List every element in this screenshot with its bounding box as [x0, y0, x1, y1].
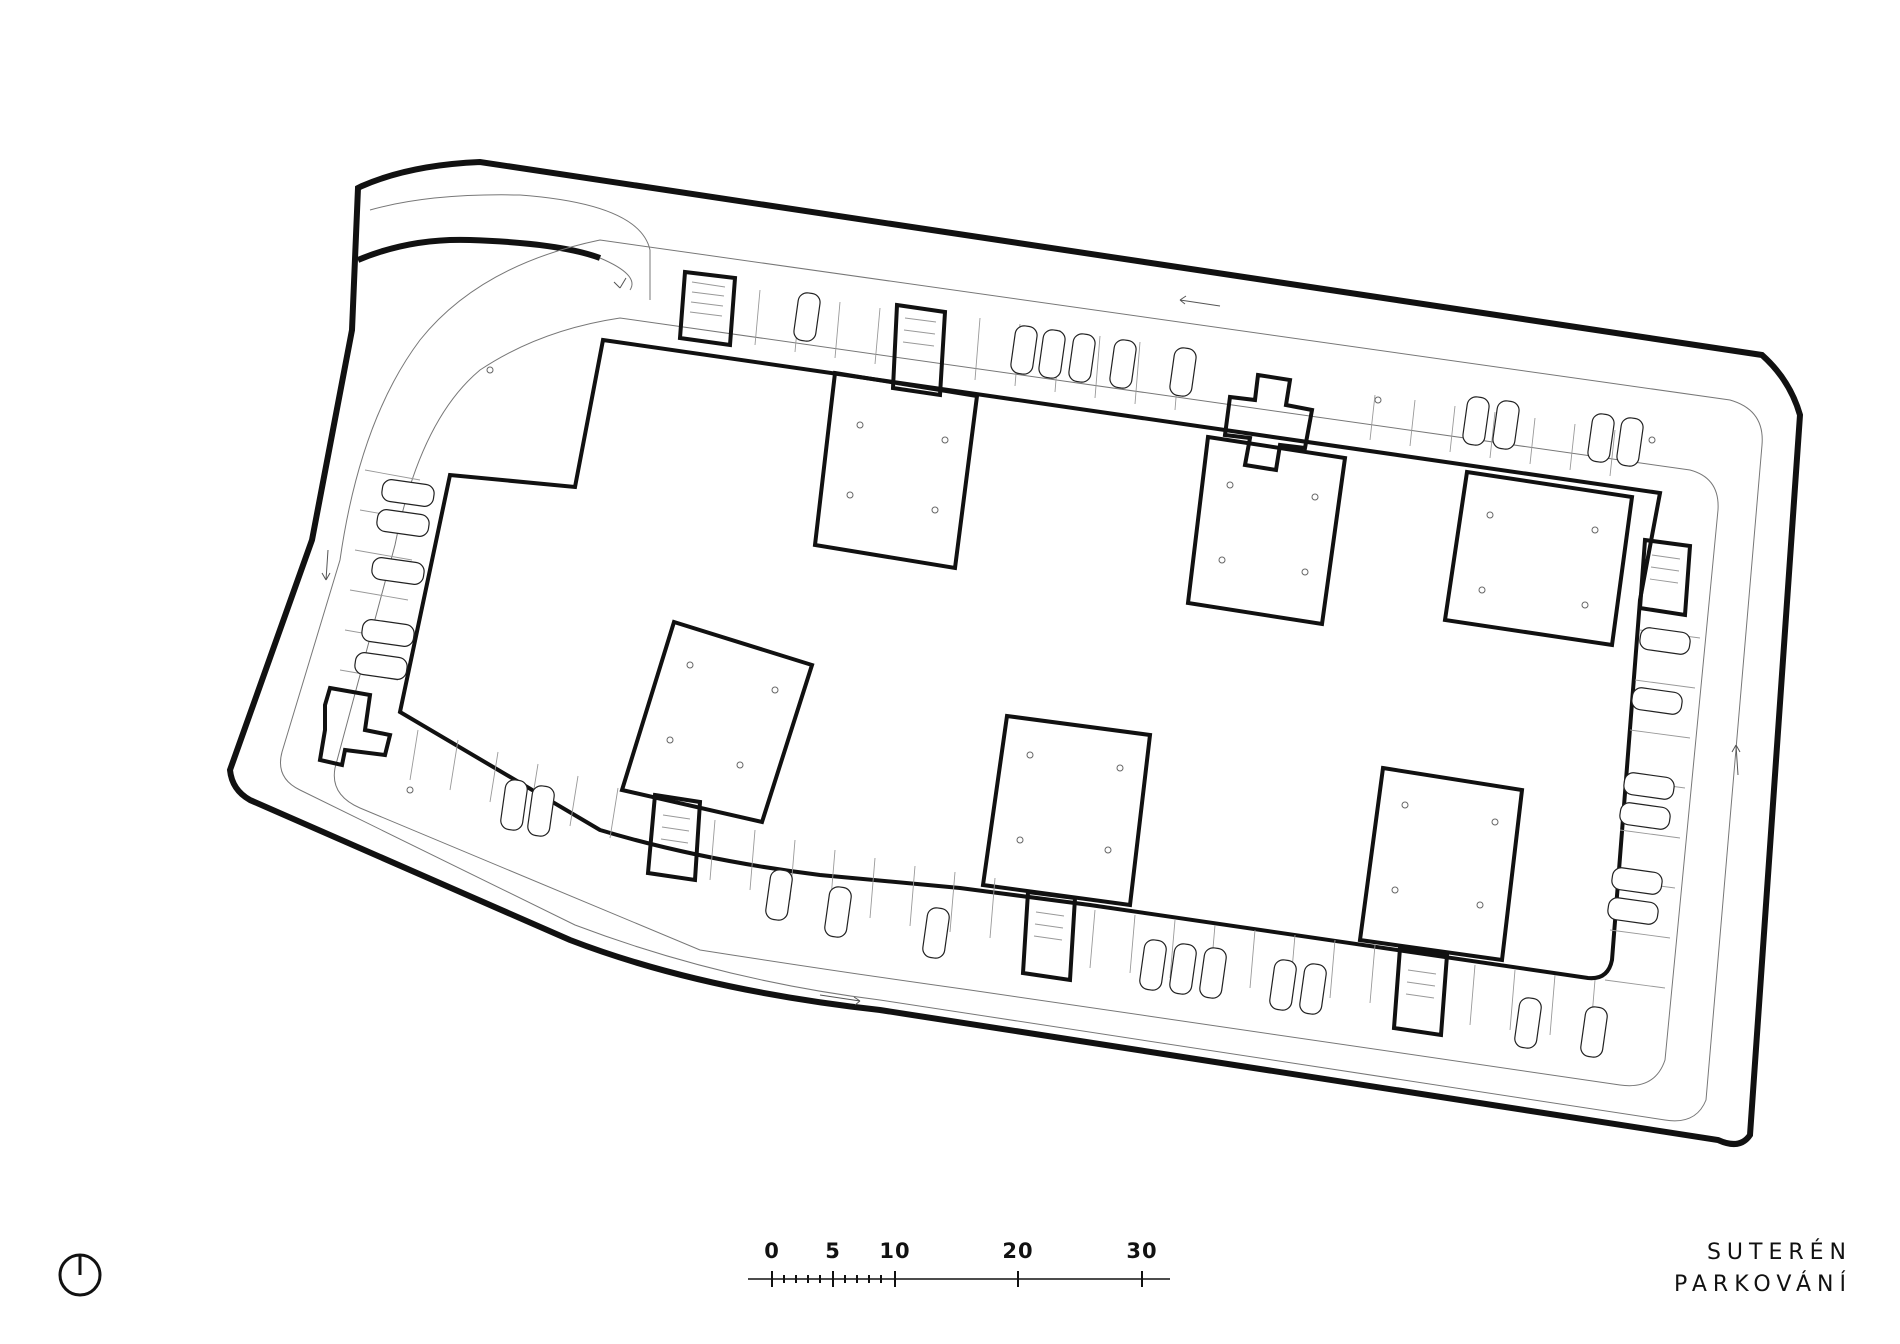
block-1: [812, 370, 980, 571]
driveway-inner-edge: [333, 317, 1719, 1087]
stair-cores: [317, 269, 1693, 1038]
scale-label-20: 20: [1002, 1239, 1033, 1263]
parked-cars: [354, 292, 1691, 1058]
scale-label-10: 10: [879, 1239, 910, 1263]
driveway-outer-edge: [280, 239, 1763, 1122]
plan-title-line2: PARKOVÁNÍ: [1674, 1272, 1852, 1297]
block-6: [1357, 765, 1525, 963]
north-arrow-icon: [58, 1253, 102, 1297]
plan-title-line1: SUTERÉN: [1706, 1240, 1852, 1265]
column-markers: [406, 366, 1656, 909]
scale-bar: 0 5 10 20 30: [748, 1239, 1170, 1287]
ramp-lane-inner: [599, 257, 633, 291]
scale-label-30: 30: [1126, 1239, 1157, 1263]
traffic-arrows: [321, 277, 1741, 1006]
entry-ramp-wall: [356, 236, 602, 263]
block-4: [619, 619, 815, 825]
block-5: [980, 713, 1153, 908]
scale-label-5: 5: [825, 1239, 841, 1263]
scale-label-0: 0: [764, 1239, 780, 1263]
block-2: [1185, 434, 1348, 627]
block-3: [1442, 469, 1635, 648]
site-boundary: [226, 158, 1804, 1147]
ramp-lane-outer: [369, 194, 651, 300]
building-envelope: [397, 337, 1663, 981]
